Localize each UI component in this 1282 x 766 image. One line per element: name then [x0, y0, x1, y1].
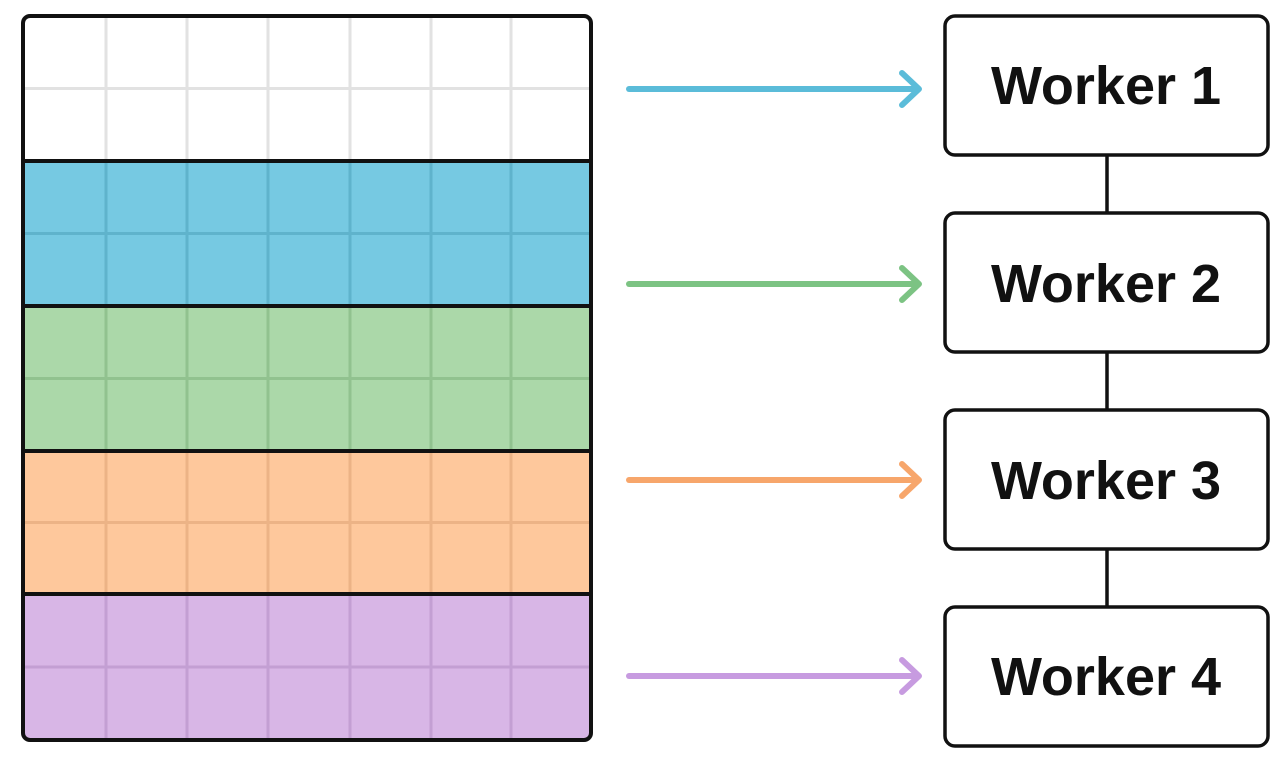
worker-label-4: Worker 4 — [991, 647, 1221, 707]
arrow-head — [899, 265, 922, 303]
worker-box-2: Worker 2 — [943, 211, 1270, 354]
worker-label-1: Worker 1 — [991, 56, 1221, 116]
assignment-arrows — [626, 70, 922, 695]
arrow-head — [899, 461, 922, 499]
arrow-head — [899, 657, 922, 695]
arrow-4 — [626, 657, 922, 695]
worker-label-3: Worker 3 — [991, 451, 1221, 511]
worker-box-1: Worker 1 — [943, 14, 1270, 157]
arrow-head — [899, 70, 922, 108]
data-grid — [23, 16, 591, 740]
worker-box-3: Worker 3 — [943, 408, 1270, 551]
grid-frame — [21, 14, 593, 742]
arrow-1 — [626, 70, 922, 108]
worker-label-2: Worker 2 — [991, 254, 1221, 314]
arrow-3 — [626, 461, 922, 499]
worker-box-4: Worker 4 — [943, 605, 1270, 748]
arrow-2 — [626, 265, 922, 303]
